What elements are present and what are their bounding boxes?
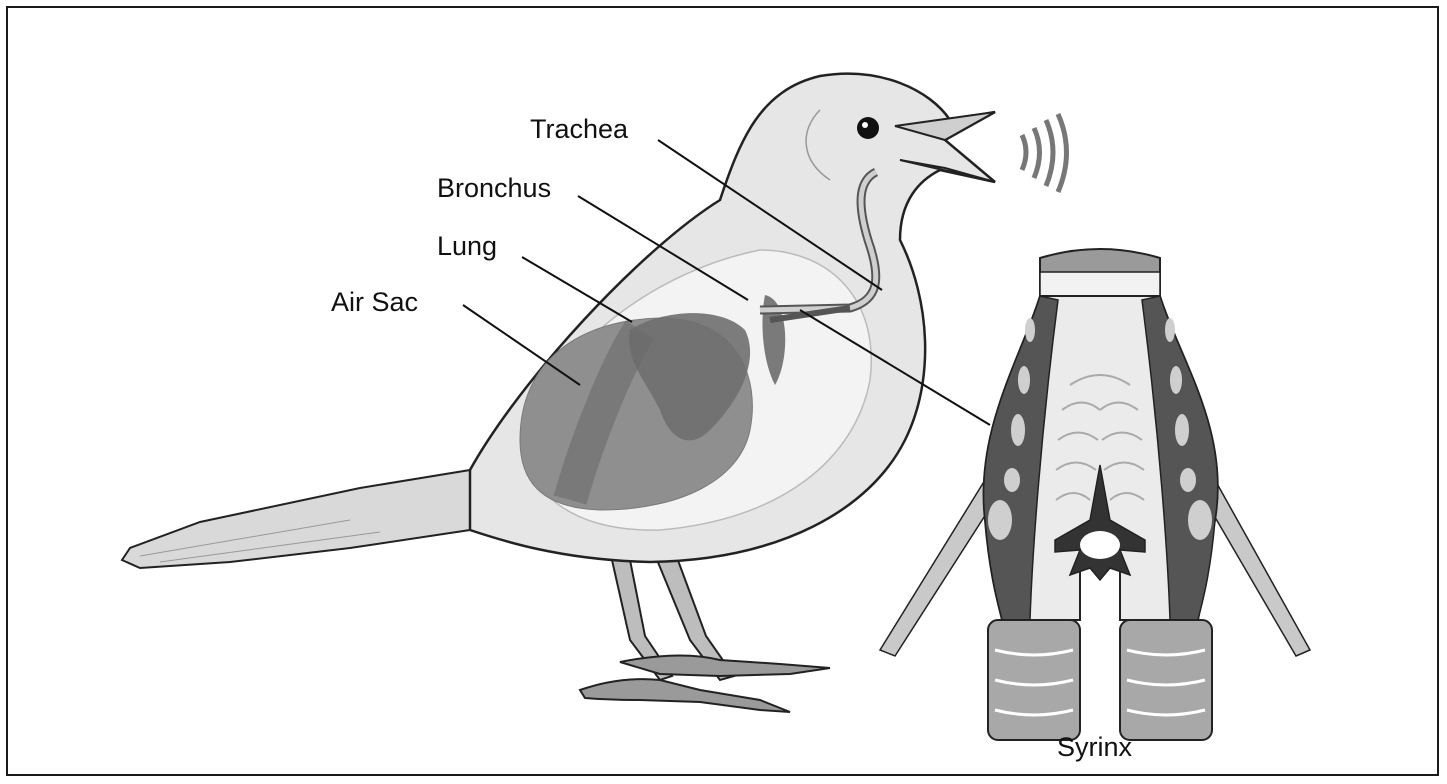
bird-illustration	[122, 74, 1067, 712]
bird-eye	[857, 117, 879, 139]
label-syrinx: Syrinx	[1057, 732, 1133, 762]
sound-waves	[1022, 114, 1067, 192]
bird-tail	[122, 470, 470, 568]
syrinx-illustration	[880, 249, 1310, 740]
bird-foot-back	[580, 679, 790, 712]
syrinx-bronchi	[988, 620, 1212, 740]
label-trachea: Trachea	[530, 114, 629, 144]
label-lung: Lung	[437, 231, 497, 261]
label-air-sac: Air Sac	[331, 287, 418, 317]
bird-foot-front	[620, 655, 830, 676]
label-bronchus: Bronchus	[437, 173, 551, 203]
